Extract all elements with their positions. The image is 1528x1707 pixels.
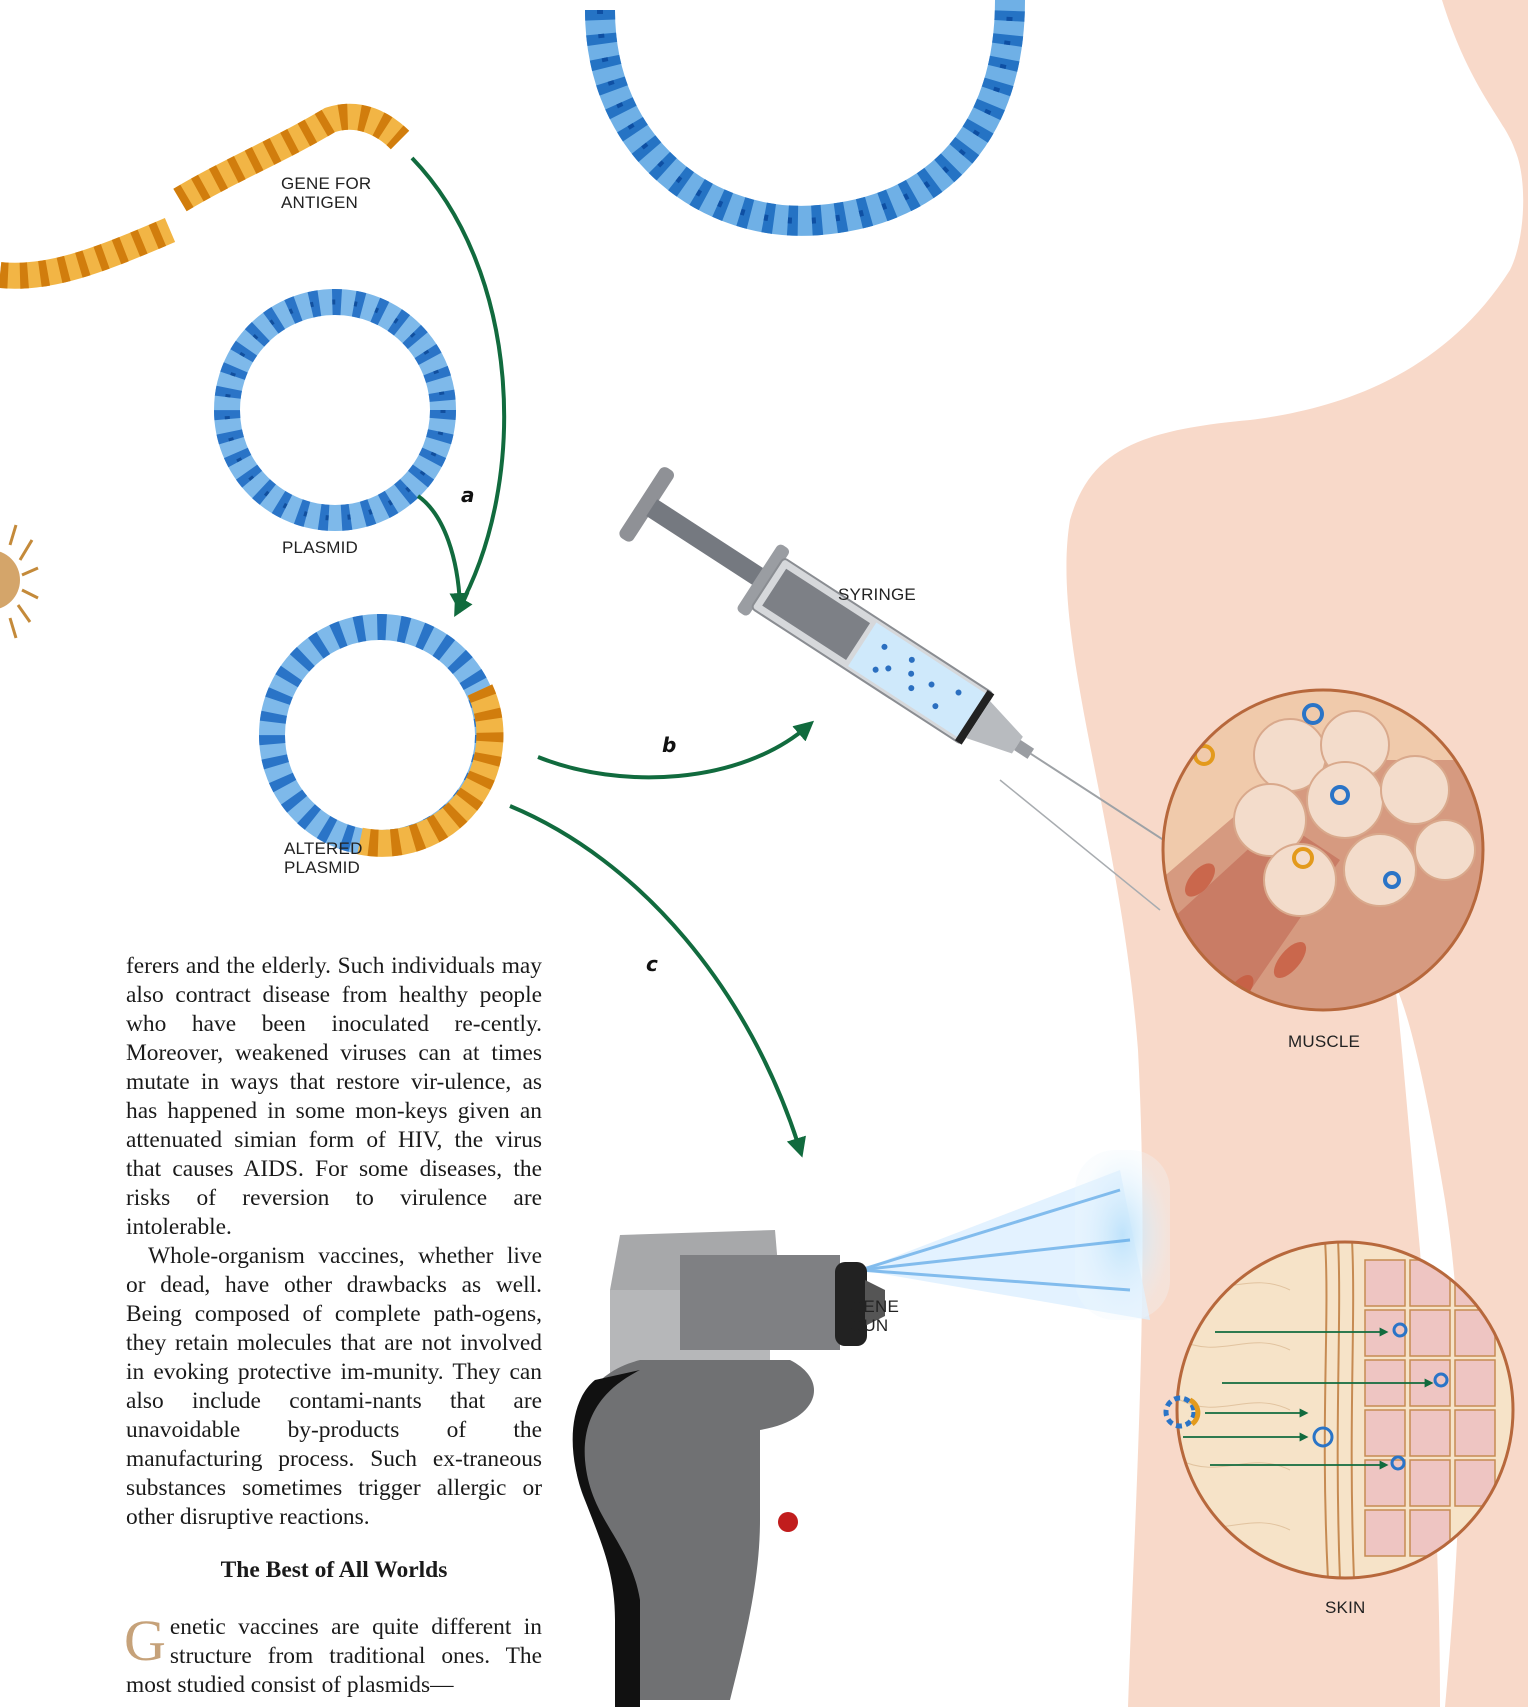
paragraph-1: ferers and the elderly. Such individuals… bbox=[126, 952, 542, 1242]
paragraph-3-text: enetic vaccines are quite different in s… bbox=[126, 1614, 542, 1698]
muscle-inset bbox=[1000, 690, 1490, 1020]
step-label-b: b bbox=[662, 733, 676, 757]
label-altered-plasmid-line2: PLASMID bbox=[284, 858, 363, 877]
large-dna-ring bbox=[600, 0, 1010, 221]
label-gene-gun: GENE GUN bbox=[850, 1297, 899, 1335]
virus-fragment bbox=[0, 525, 38, 638]
altered-plasmid-ring bbox=[272, 627, 490, 843]
label-plasmid: PLASMID bbox=[282, 538, 358, 557]
label-altered-plasmid: ALTERED PLASMID bbox=[284, 839, 363, 877]
label-altered-plasmid-line1: ALTERED bbox=[284, 839, 363, 858]
arrow-gene-to-altered bbox=[412, 158, 504, 610]
label-gene-gun-line2: GUN bbox=[850, 1316, 899, 1335]
section-heading: The Best of All Worlds bbox=[126, 1556, 542, 1585]
label-gene-gun-line1: GENE bbox=[850, 1297, 899, 1316]
step-label-c: c bbox=[646, 952, 658, 976]
article-body: ferers and the elderly. Such individuals… bbox=[126, 952, 542, 1700]
label-skin: SKIN bbox=[1325, 1598, 1365, 1617]
gene-gun-spray bbox=[860, 1150, 1170, 1320]
drop-cap: G bbox=[124, 1617, 166, 1665]
gene-gun bbox=[573, 1230, 885, 1707]
arrow-to-gene-gun bbox=[510, 806, 800, 1150]
label-gene-for-antigen-line1: GENE FOR bbox=[281, 174, 371, 193]
arrow-plasmid-to-altered bbox=[418, 496, 460, 605]
paragraph-2: Whole-organism vaccines, whether live or… bbox=[126, 1242, 542, 1532]
label-gene-for-antigen: GENE FOR ANTIGEN bbox=[281, 174, 371, 212]
plasmid-ring bbox=[227, 302, 443, 518]
step-label-a: a bbox=[461, 483, 475, 507]
label-muscle: MUSCLE bbox=[1288, 1032, 1360, 1051]
label-gene-for-antigen-line2: ANTIGEN bbox=[281, 193, 371, 212]
label-syringe: SYRINGE bbox=[838, 585, 916, 604]
